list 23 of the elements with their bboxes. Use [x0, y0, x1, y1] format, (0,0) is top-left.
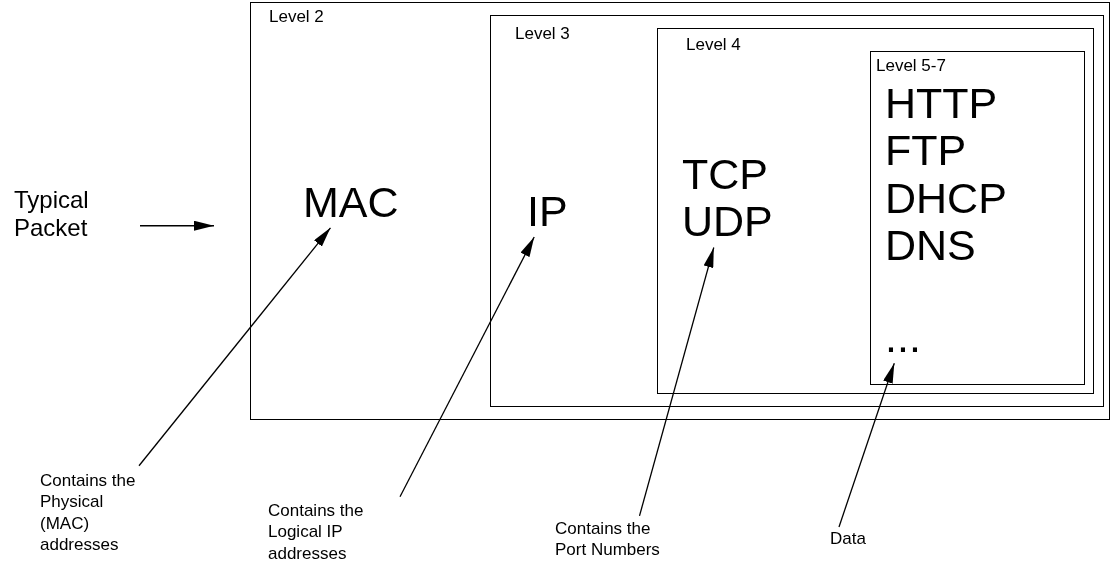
annotation-text: Contains the Physical (MAC) addresses: [40, 470, 150, 555]
arrow: [139, 220, 215, 231]
arrow: [399, 236, 535, 498]
layer-box: [250, 2, 1110, 420]
level-heading: Level 3: [515, 24, 570, 45]
protocol-label: IP: [527, 188, 568, 236]
protocol-label: TCP UDP: [682, 151, 773, 246]
annotation-text: Contains the Logical IP addresses: [268, 500, 388, 564]
protocol-label: MAC: [303, 179, 399, 227]
packet-label: Typical Packet: [14, 186, 134, 242]
protocol-label: HTTP FTP DHCP DNS: [885, 80, 1007, 270]
level-heading: Level 4: [686, 35, 741, 56]
arrow: [638, 246, 715, 517]
arrow: [838, 362, 895, 528]
annotation-text: Data: [830, 528, 890, 550]
arrow: [138, 227, 332, 467]
level-heading: Level 5-7: [876, 56, 946, 77]
layer-box: [657, 28, 1094, 394]
protocol-label: ...: [885, 314, 921, 362]
layer-box: [870, 51, 1085, 385]
level-heading: Level 2: [269, 7, 324, 28]
layer-box: [490, 15, 1104, 407]
annotation-text: Contains the Port Numbers: [555, 518, 685, 561]
